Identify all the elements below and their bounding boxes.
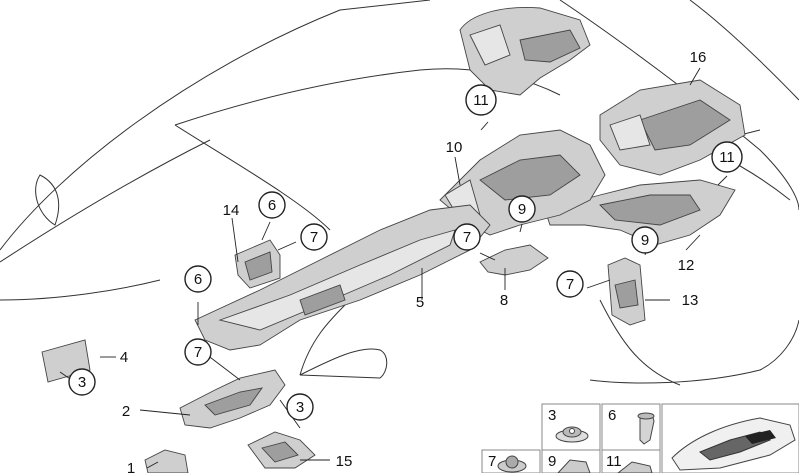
heat-shield-14 [234, 239, 281, 289]
callout-c16: 16 [690, 49, 707, 66]
speed-nut-icon [617, 461, 653, 473]
callout-number: 2 [122, 403, 130, 420]
nut-icon [497, 455, 527, 473]
callout-c11b: 11 [711, 141, 743, 173]
legend-number-9: 9 [548, 453, 556, 470]
callout-number: 12 [678, 257, 695, 274]
callout-number: 16 [690, 49, 707, 66]
callout-circle [453, 223, 481, 251]
callout-circle [631, 226, 659, 254]
bracket-13 [607, 257, 646, 326]
callout-number: 4 [120, 349, 128, 366]
callout-circle [184, 338, 212, 366]
callout-number: 1 [127, 460, 135, 473]
callout-number: 6 [268, 197, 276, 214]
callout-c6a: 6 [184, 265, 212, 293]
callout-number: 9 [518, 201, 526, 218]
callout-c8: 8 [500, 292, 508, 309]
push-clip-icon [555, 426, 589, 443]
rear-tank-shield-top [459, 7, 591, 96]
expansion-rivet-icon [637, 412, 655, 445]
callout-number: 13 [682, 292, 699, 309]
heat-shield-5 [194, 204, 491, 351]
car-location-thumbnail-icon [671, 417, 796, 471]
callout-c14: 14 [223, 202, 240, 219]
callout-c15: 15 [336, 453, 353, 470]
heat-shield-2 [179, 369, 286, 429]
callout-c1: 1 [127, 460, 135, 473]
callout-c11a: 11 [465, 84, 497, 116]
callout-number: 3 [296, 399, 304, 416]
callout-circle [184, 265, 212, 293]
heat-shield-15 [247, 431, 316, 469]
callout-c13: 13 [682, 292, 699, 309]
callout-circle [68, 368, 96, 396]
callout-number: 7 [310, 229, 318, 246]
callout-c9b: 9 [631, 226, 659, 254]
callout-number: 11 [719, 149, 735, 166]
callout-c10: 10 [446, 139, 463, 156]
callout-c7a: 7 [184, 338, 212, 366]
legend-number-11: 11 [606, 453, 622, 470]
callout-number: 3 [78, 374, 86, 391]
callout-number: 14 [223, 202, 240, 219]
callout-number: 10 [446, 139, 463, 156]
callout-c6b: 6 [258, 191, 286, 219]
callout-number: 6 [194, 271, 202, 288]
callout-c12: 12 [678, 257, 695, 274]
clip-icon [557, 459, 591, 473]
callout-number: 15 [336, 453, 353, 470]
callout-c3a: 3 [68, 368, 96, 396]
heat-shield-1 [144, 449, 189, 473]
callout-number: 7 [463, 229, 471, 246]
legend-number-6: 6 [608, 407, 616, 424]
legend-number-3: 3 [548, 407, 556, 424]
callout-c7c: 7 [453, 223, 481, 251]
callout-c3b: 3 [286, 393, 314, 421]
callout-number: 7 [566, 276, 574, 293]
callout-c9a: 9 [508, 195, 536, 223]
callout-c4: 4 [120, 349, 128, 366]
callout-c7b: 7 [300, 223, 328, 251]
callout-c2: 2 [122, 403, 130, 420]
callout-circle [300, 223, 328, 251]
callout-number: 8 [500, 292, 508, 309]
bracket-8 [479, 244, 549, 276]
callout-circle [465, 84, 497, 116]
heat-shield-12 [544, 179, 736, 246]
callout-circle [258, 191, 286, 219]
callout-circle [286, 393, 314, 421]
callout-circle [508, 195, 536, 223]
leader-lines [59, 67, 728, 469]
legend-number-7: 7 [488, 453, 496, 470]
callout-number: 9 [641, 232, 649, 249]
heat-shield-10 [439, 129, 606, 236]
callout-number: 5 [416, 294, 424, 311]
heat-shield-16 [599, 79, 746, 176]
callout-number: 11 [473, 92, 489, 109]
callout-circle [711, 141, 743, 173]
callout-number: 7 [194, 344, 202, 361]
callout-circle [556, 270, 584, 298]
callout-c5: 5 [416, 294, 424, 311]
fastener-legend: 3 6 7 9 11 [481, 403, 799, 473]
callout-c7d: 7 [556, 270, 584, 298]
